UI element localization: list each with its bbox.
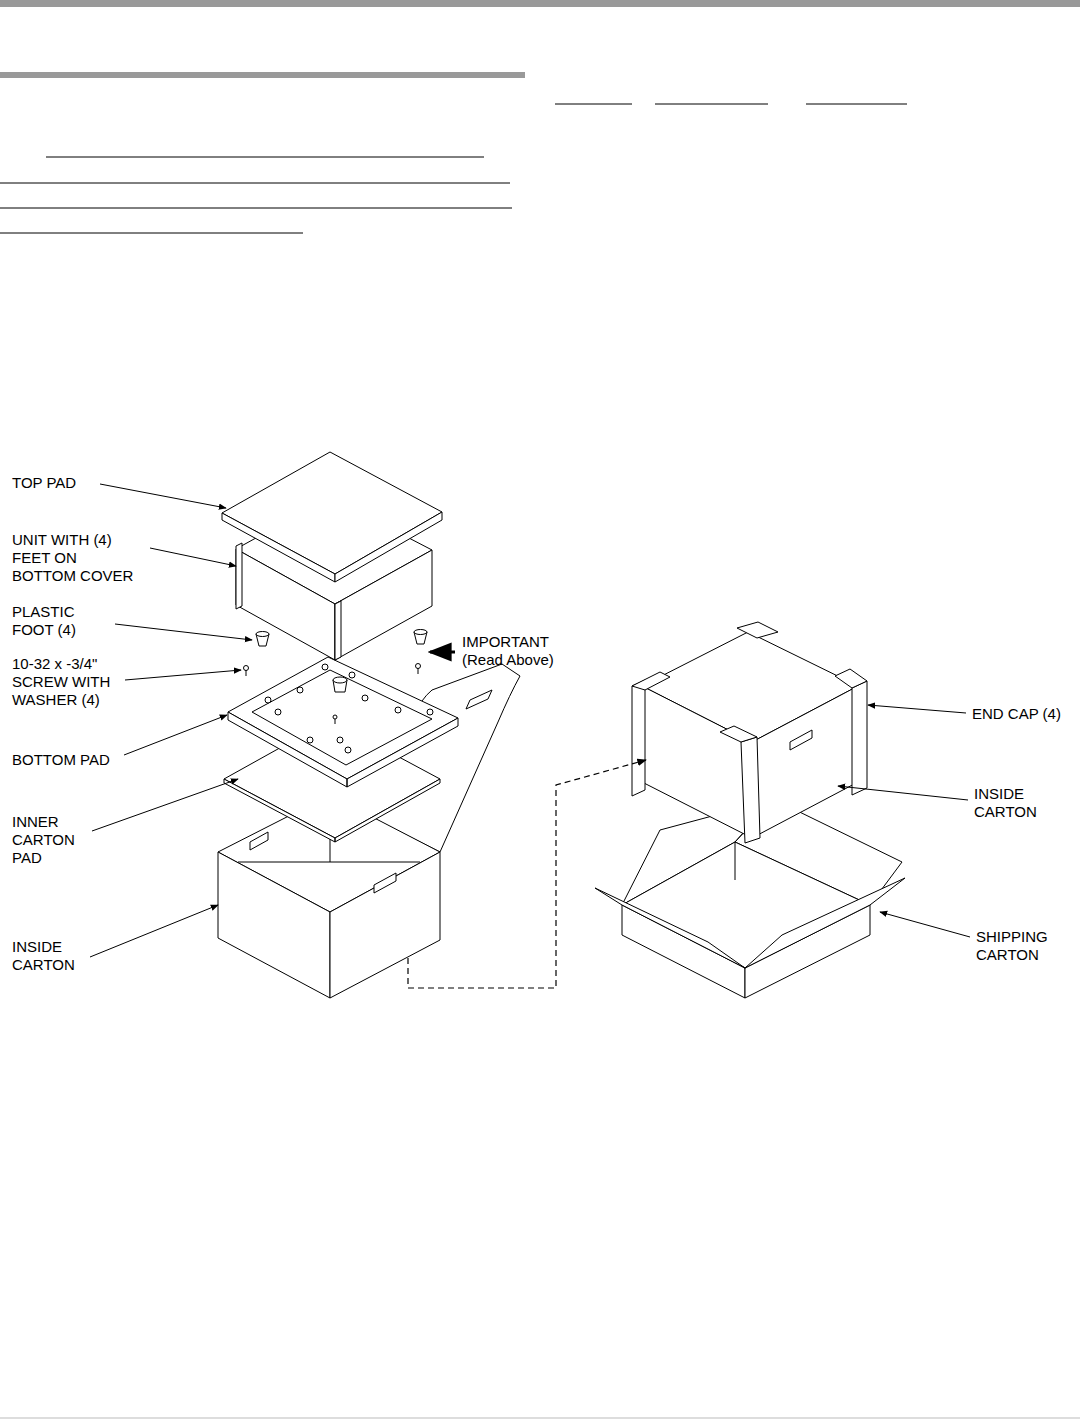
inside-carton-open — [466, 690, 492, 709]
leader-lines — [124, 715, 227, 755]
inside-carton-packed — [632, 680, 645, 796]
page-rules — [0, 233, 303, 234]
top-pad — [335, 512, 442, 582]
leader-lines — [92, 779, 238, 831]
bottom-pad — [335, 719, 336, 724]
inside-carton-packed — [790, 730, 812, 750]
page-rules — [806, 104, 907, 105]
shipping-carton — [595, 888, 745, 968]
page-rules — [0, 1418, 1080, 1419]
leader-lines — [838, 786, 968, 800]
shipping-carton — [735, 842, 736, 880]
bottom-pad — [337, 737, 343, 743]
part-label: INSIDE CARTON — [12, 938, 94, 974]
bottom-pad — [228, 657, 458, 779]
part-label: INSIDE CARTON — [974, 785, 1064, 821]
part-label: 10-32 x -3/4" SCREW WITH WASHER (4) — [12, 655, 137, 709]
feet-and-screws — [418, 668, 419, 674]
leader-lines — [125, 670, 241, 680]
inside-carton-open — [250, 832, 268, 850]
bottom-pad — [333, 715, 337, 719]
leader-lines — [880, 912, 970, 937]
bottom-pad — [333, 677, 347, 683]
page-rules — [0, 0, 1080, 7]
page-rules — [0, 208, 512, 209]
packing-illustration — [218, 452, 905, 998]
page-rules — [0, 183, 510, 184]
page-rules — [46, 157, 484, 158]
inside-carton-packed — [720, 726, 757, 742]
inside-carton-packed — [752, 686, 858, 838]
bottom-pad — [362, 695, 368, 701]
inside-carton-packed — [741, 737, 760, 843]
shipping-carton — [622, 905, 745, 998]
bottom-pad — [252, 670, 432, 765]
part-label: UNIT WITH (4) FEET ON BOTTOM COVER — [12, 531, 142, 585]
feet-and-screws — [414, 630, 427, 635]
inside-carton-open — [218, 664, 520, 998]
leader-lines — [150, 548, 236, 566]
part-label: BOTTOM PAD — [12, 751, 172, 769]
feet-and-screws — [416, 664, 421, 669]
feet-and-screws — [256, 632, 269, 637]
leader-lines — [90, 484, 970, 957]
top-pad — [222, 452, 442, 582]
page-rules — [555, 104, 632, 105]
leader-lines — [90, 905, 218, 957]
inside-carton-packed — [852, 681, 867, 795]
feet-and-screws — [244, 666, 249, 671]
unit — [335, 601, 341, 660]
inside-carton-packed — [632, 622, 867, 843]
part-label: SHIPPING CARTON — [976, 928, 1072, 964]
page-rules — [655, 104, 768, 105]
leader-lines — [100, 484, 226, 508]
top-pad — [222, 452, 442, 574]
bottom-pad — [345, 747, 351, 753]
inside-carton-open — [218, 852, 330, 998]
part-label: TOP PAD — [12, 474, 172, 492]
leader-lines — [868, 705, 966, 713]
bottom-pad — [265, 697, 271, 703]
bottom-pad — [427, 709, 433, 715]
part-label: END CAP (4) — [972, 705, 1076, 723]
leader-lines — [430, 651, 455, 654]
part-label: INNER CARTON PAD — [12, 813, 96, 867]
inside-carton-open — [330, 852, 440, 998]
bottom-pad — [297, 687, 303, 693]
inside-carton-packed — [642, 686, 752, 838]
bottom-pad — [228, 657, 458, 787]
flow-arrow — [408, 760, 646, 988]
inner-carton-pad — [224, 779, 440, 842]
bottom-pad — [322, 664, 328, 670]
shipping-carton — [745, 878, 905, 968]
unit — [236, 543, 242, 609]
inside-carton-packed — [835, 669, 867, 688]
inside-carton-packed — [737, 622, 778, 638]
feet-and-screws — [246, 670, 247, 676]
bottom-pad — [307, 737, 313, 743]
inside-carton-open — [374, 873, 396, 893]
flow-arrow — [408, 760, 646, 988]
part-label: PLASTIC FOOT (4) — [12, 603, 104, 639]
page-rules — [0, 72, 525, 78]
top-pad — [222, 513, 335, 582]
leader-lines — [115, 624, 252, 640]
bottom-pad — [349, 672, 355, 678]
bottom-pad — [395, 707, 401, 713]
inside-carton-packed — [632, 672, 670, 690]
part-label: IMPORTANT (Read Above) — [462, 633, 566, 669]
page-rules — [0, 104, 907, 233]
bottom-pad — [275, 709, 281, 715]
